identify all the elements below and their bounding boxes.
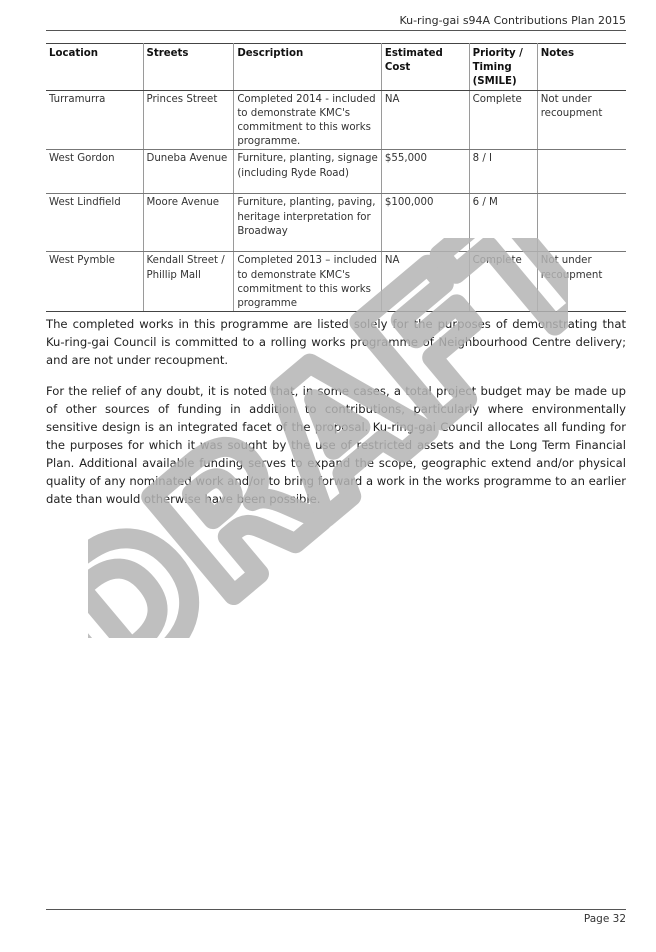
body-paragraph-funding: For the relief of any doubt, it is noted… <box>46 384 626 506</box>
cell-priority: Complete <box>469 251 538 313</box>
cell-streets: Princes Street <box>143 90 235 151</box>
cell-notes <box>537 149 626 195</box>
column-header-priority-timing: Priority / Timing (SMILE) <box>469 43 538 91</box>
cell-location: West Pymble <box>46 251 144 313</box>
cell-description: Completed 2014 - included to demonstrate… <box>233 90 382 151</box>
cell-description: Furniture, planting, paving, heritage in… <box>233 193 382 253</box>
cell-location: Turramurra <box>46 90 144 151</box>
cell-description: Completed 2013 – included to demonstrate… <box>233 251 382 313</box>
cell-cost: $100,000 <box>381 193 470 253</box>
table-row: West Gordon Duneba Avenue Furniture, pla… <box>46 149 626 195</box>
cell-location: West Gordon <box>46 149 144 195</box>
cell-streets: Moore Avenue <box>143 193 235 253</box>
running-header: Ku-ring-gai s94A Contributions Plan 2015 <box>46 14 626 31</box>
cell-cost: NA <box>381 90 470 151</box>
table-row: West Lindfield Moore Avenue Furniture, p… <box>46 193 626 253</box>
table-header-row: Location Streets Description Estimated C… <box>46 43 626 91</box>
cell-priority: 8 / I <box>469 149 538 195</box>
cell-priority: Complete <box>469 90 538 151</box>
column-header-estimated-cost: Estimated Cost <box>381 43 470 91</box>
body-paragraph-completed-works: The completed works in this programme ar… <box>46 317 626 367</box>
page-number: Page 32 <box>583 913 626 925</box>
works-programme-table: Location Streets Description Estimated C… <box>46 43 626 313</box>
cell-notes <box>537 193 626 253</box>
cell-location: West Lindfield <box>46 193 144 253</box>
cell-cost: NA <box>381 251 470 313</box>
column-header-streets: Streets <box>143 43 235 91</box>
column-header-notes: Notes <box>537 43 626 91</box>
cell-streets: Duneba Avenue <box>143 149 235 195</box>
cell-streets: Kendall Street / Phillip Mall <box>143 251 235 313</box>
footer-rule <box>46 909 626 910</box>
cell-notes: Not under recoupment <box>537 90 626 151</box>
column-header-location: Location <box>46 43 144 91</box>
cell-notes: Not under recoupment <box>537 251 626 313</box>
column-header-description: Description <box>233 43 382 91</box>
table-row: Turramurra Princes Street Completed 2014… <box>46 90 626 151</box>
table-row: West Pymble Kendall Street / Phillip Mal… <box>46 251 626 313</box>
cell-description: Furniture, planting, signage (including … <box>233 149 382 195</box>
cell-cost: $55,000 <box>381 149 470 195</box>
cell-priority: 6 / M <box>469 193 538 253</box>
